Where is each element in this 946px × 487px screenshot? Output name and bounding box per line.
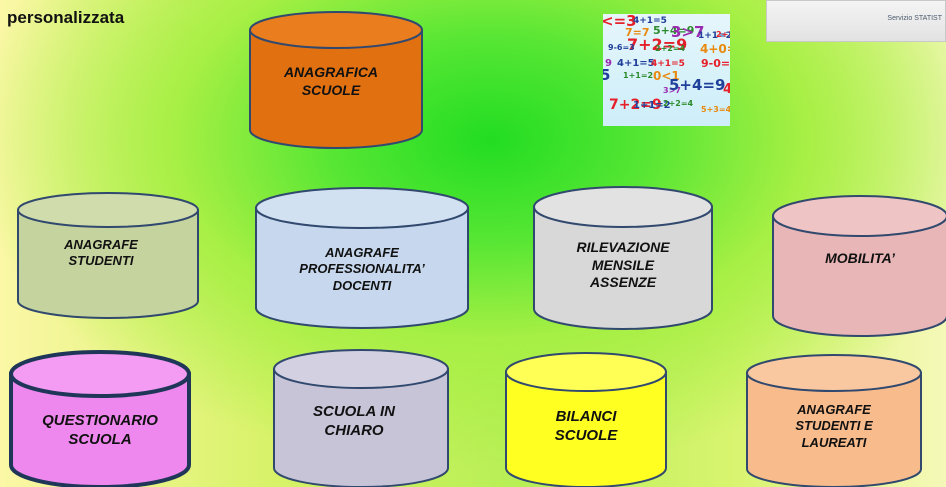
- database-cylinder-icon: [533, 186, 713, 330]
- cylinder-top: [249, 11, 423, 49]
- math-token: 3>7: [663, 86, 681, 95]
- cylinder-body: [533, 206, 713, 330]
- cylinder-top: [505, 352, 667, 392]
- database-cylinder-icon: [273, 349, 449, 487]
- database-cylinder-icon: [17, 192, 199, 319]
- database-label: SCUOLA IN CHIARO: [313, 403, 395, 439]
- math-token: 3>7: [671, 23, 704, 41]
- cylinder-top: [9, 350, 191, 398]
- database-questionario-scuola[interactable]: QUESTIONARIO SCUOLA: [9, 350, 191, 487]
- database-label: QUESTIONARIO SCUOLA: [42, 412, 158, 448]
- database-label: ANAGRAFE STUDENTI: [64, 237, 138, 269]
- math-token: <=3: [603, 14, 637, 30]
- math-equations-graphic: <=34+1=55+4=97=73>71+1=22+1=87+2=99-6=32…: [603, 14, 730, 126]
- math-token: 1+1=2: [698, 31, 730, 41]
- database-label: MOBILITA’: [825, 250, 895, 266]
- math-token: 5+3=4: [701, 105, 730, 114]
- math-token: 4: [723, 82, 730, 97]
- database-cylinder-icon: [255, 187, 469, 329]
- math-token: 4+0=4: [700, 42, 730, 56]
- database-cylinder-icon: [746, 354, 922, 487]
- database-label: BILANCI SCUOLE: [554, 408, 618, 444]
- math-token: 4+1=5: [651, 59, 685, 69]
- cylinder-body: [249, 29, 423, 149]
- page-title: personalizzata: [7, 8, 125, 27]
- math-token: 7+2=9: [627, 35, 687, 54]
- math-token: 1+1=2: [633, 100, 671, 111]
- slide-thumbnail: Servizio STATIST: [766, 0, 946, 42]
- math-equations-image: <=34+1=55+4=97=73>71+1=22+1=87+2=99-6=32…: [603, 14, 730, 126]
- database-mobilita[interactable]: MOBILITA’: [772, 195, 946, 337]
- thumbnail-text: Servizio STATIST: [887, 15, 942, 22]
- math-token: 2+2=4: [655, 44, 686, 53]
- database-scuola-in-chiaro[interactable]: SCUOLA IN CHIARO: [273, 349, 449, 487]
- math-token: 7+2=9: [609, 97, 662, 113]
- cylinder-body: [772, 215, 946, 337]
- math-token: 2+1=8: [716, 30, 730, 39]
- database-label: RILEVAZIONE MENSILE ASSENZE: [576, 239, 670, 290]
- math-token: 7=7: [625, 26, 650, 39]
- database-cylinder-icon: [9, 350, 191, 487]
- math-token: 9-6=3: [608, 43, 635, 52]
- cylinder-top: [255, 187, 469, 229]
- cylinder-top: [533, 186, 713, 228]
- math-token: 2+2=4: [663, 99, 694, 108]
- database-rilevazione-mensile-assenze[interactable]: RILEVAZIONE MENSILE ASSENZE: [533, 186, 713, 330]
- database-cylinder-icon: [505, 352, 667, 487]
- cylinder-top: [273, 349, 449, 389]
- math-token: 5+4=9: [669, 76, 725, 94]
- database-anagrafe-professionalita-docenti[interactable]: ANAGRAFE PROFESSIONALITA’ DOCENTI: [255, 187, 469, 329]
- database-label: ANAGRAFE STUDENTI E LAUREATI: [795, 402, 873, 450]
- cylinder-top: [772, 195, 946, 237]
- cylinder-top: [746, 354, 922, 392]
- database-bilanci-scuole[interactable]: BILANCI SCUOLE: [505, 352, 667, 487]
- database-anagrafe-studenti[interactable]: ANAGRAFE STUDENTI: [17, 192, 199, 319]
- database-label: ANAGRAFICA SCUOLE: [283, 64, 379, 98]
- math-token: 4+1=5: [633, 16, 667, 26]
- math-token: 4+1=5: [617, 58, 655, 69]
- cylinder-top: [17, 192, 199, 228]
- math-token: 0<1: [653, 69, 680, 83]
- database-anagrafica-scuole[interactable]: ANAGRAFICA SCUOLE: [249, 11, 423, 149]
- math-token: 9: [605, 58, 612, 69]
- math-token: 1+1=2: [623, 71, 653, 80]
- math-token: 5: [603, 66, 610, 84]
- database-label: ANAGRAFE PROFESSIONALITA’ DOCENTI: [299, 245, 425, 293]
- math-token: 9-0=: [701, 57, 730, 70]
- database-anagrafe-studenti-laureati[interactable]: ANAGRAFE STUDENTI E LAUREATI: [746, 354, 922, 487]
- cylinder-body: [17, 209, 199, 319]
- math-token: 5+4=9: [653, 24, 694, 37]
- cylinder-body: [255, 207, 469, 329]
- database-cylinder-icon: [249, 11, 423, 149]
- database-cylinder-icon: [772, 195, 946, 337]
